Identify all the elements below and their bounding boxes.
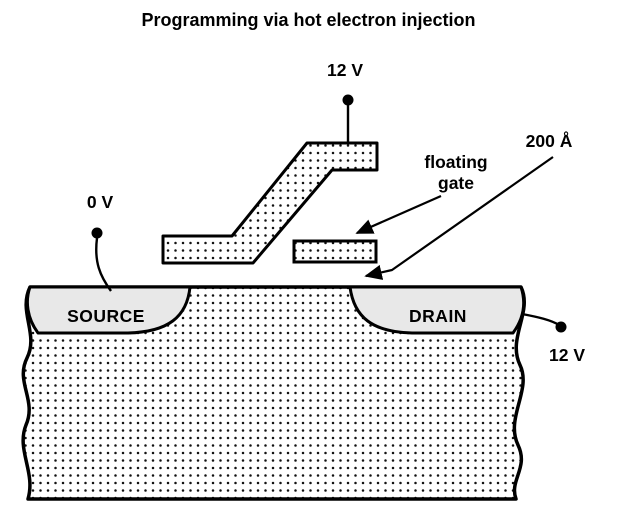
drain-terminal-wire: [521, 312, 560, 327]
control-gate-shape: [161, 141, 379, 265]
diagram-title: Programming via hot electron injection: [141, 10, 476, 30]
floating-gate-arrow: [355, 194, 442, 235]
floating-gate-label-line2: gate: [438, 173, 474, 193]
drain-voltage-label: 12 V: [549, 345, 585, 365]
drain-label: DRAIN: [409, 306, 467, 326]
drain-region-shape: [348, 285, 526, 335]
oxide-thickness-arrow: [364, 156, 554, 280]
oxide-thickness-label: 200 Å: [526, 131, 573, 151]
floating-gate-label-line1: floating: [424, 152, 487, 172]
source-voltage-label: 0 V: [87, 192, 114, 212]
floating-gate-shape: [292, 239, 378, 264]
drain-terminal-dot: [555, 321, 567, 333]
source-terminal-dot: [91, 227, 103, 239]
gate-terminal-dot: [342, 94, 354, 106]
substrate-shape: [21, 285, 526, 501]
source-region-shape: [25, 285, 192, 335]
source-terminal-wire: [95, 237, 112, 292]
source-label: SOURCE: [67, 306, 145, 326]
gate-voltage-label: 12 V: [327, 60, 363, 80]
